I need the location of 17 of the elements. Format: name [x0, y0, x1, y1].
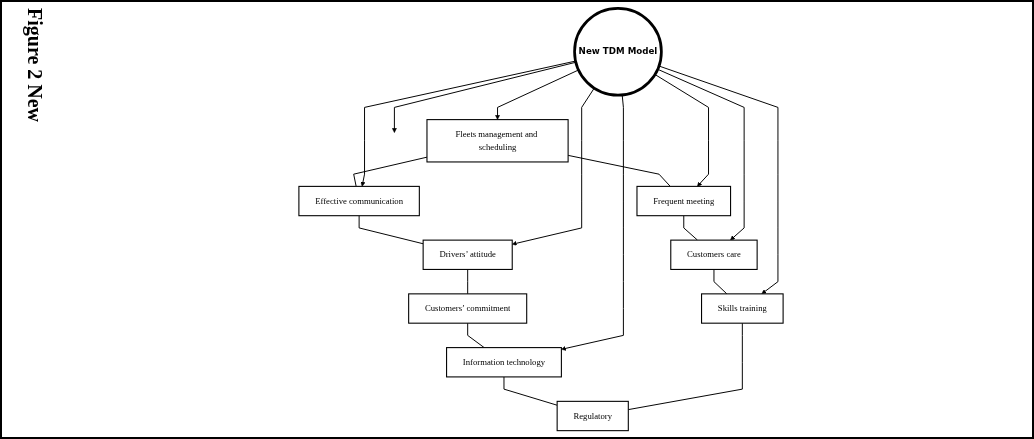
node-box: Skills training	[701, 293, 784, 324]
connector	[713, 268, 728, 295]
node-box: Customers’ commitment	[408, 293, 528, 324]
node-box: Effective communication	[298, 185, 420, 217]
node-circle: New TDM Model	[573, 7, 663, 97]
connector	[358, 215, 424, 245]
figure-caption: Figure 2 New	[22, 7, 47, 125]
node-box: Drivers’ attitude	[422, 239, 513, 270]
node-box: Customers care	[670, 239, 758, 270]
node-box: Fleets management and scheduling	[426, 119, 569, 163]
node-box: Frequent meeting	[636, 185, 732, 217]
connector	[503, 376, 558, 406]
connector	[467, 322, 485, 349]
node-box: Regulatory	[556, 400, 629, 432]
connector	[467, 268, 469, 295]
node-box: Information technology	[446, 347, 562, 378]
connector	[683, 215, 698, 241]
